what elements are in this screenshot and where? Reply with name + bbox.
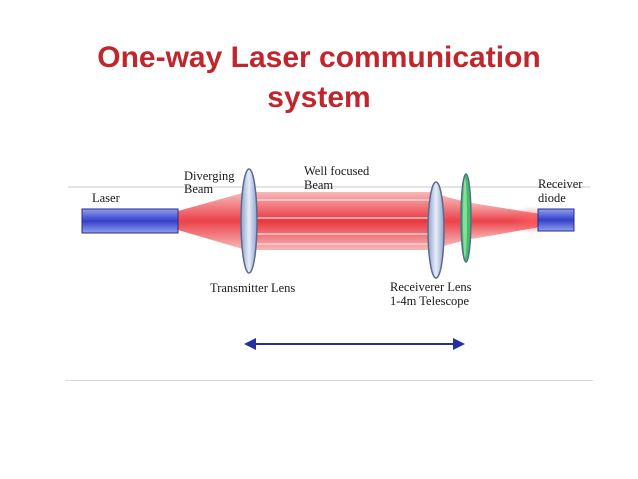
label-receiver-2: diode	[538, 191, 566, 205]
label-focused-1: Well focused	[304, 164, 370, 178]
label-receiver-1: Receiver	[538, 177, 583, 191]
label-diverging-1: Diverging	[184, 169, 235, 183]
arrowhead-right	[453, 338, 465, 350]
distance-arrow	[244, 338, 465, 350]
label-transmitter-lens: Transmitter Lens	[210, 281, 295, 295]
green-filter-highlight	[463, 178, 467, 258]
receiver-diode	[537, 208, 575, 232]
title-line-1: One-way Laser communication	[97, 41, 541, 74]
focused-beam	[246, 192, 436, 250]
label-focused-2: Beam	[304, 178, 333, 192]
label-receiver-lens-2: 1-4m Telescope	[390, 294, 470, 308]
slide-divider	[65, 380, 593, 381]
transmitter-lens	[240, 168, 258, 274]
slide-title: One-way Laser communication system	[0, 38, 638, 118]
receiver-lens	[427, 181, 445, 279]
arrowhead-left	[244, 338, 256, 350]
label-diverging-2: Beam	[184, 182, 213, 196]
title-line-2: system	[267, 81, 371, 114]
diverging-beam	[178, 192, 246, 250]
label-receiver-lens-1: Receiverer Lens	[390, 280, 472, 294]
label-laser: Laser	[92, 191, 121, 205]
laser-body	[81, 208, 179, 234]
